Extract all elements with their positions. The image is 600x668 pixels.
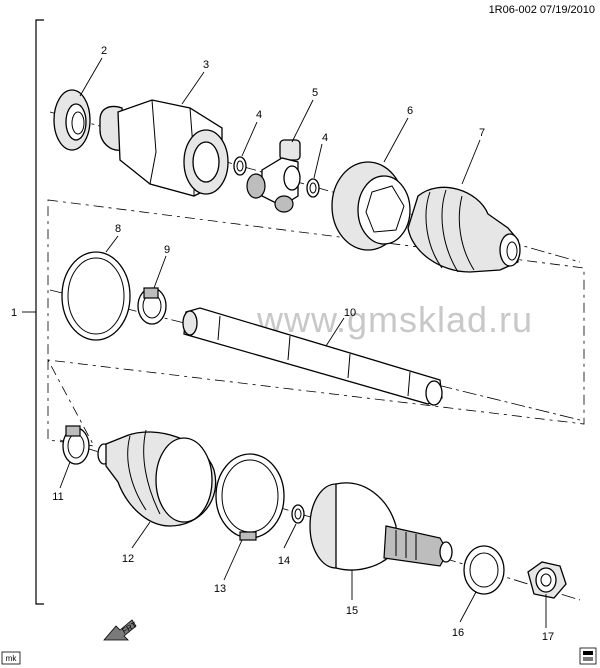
shaft-group-frame xyxy=(47,199,585,425)
callout-7: 7 xyxy=(479,127,485,139)
clamp-part-8 xyxy=(61,251,131,341)
callout-16: 16 xyxy=(452,627,464,639)
clamp-part-13 xyxy=(215,453,285,541)
drawing-reference: 1R06-002 07/19/2010 xyxy=(489,4,595,16)
callout-17: 17 xyxy=(542,631,554,643)
callout-4b: 4 xyxy=(322,132,328,144)
watermark: www.gmsklad.ru xyxy=(256,299,533,340)
leader-14 xyxy=(283,523,297,549)
boot-part-12 xyxy=(97,429,217,527)
callout-10: 10 xyxy=(344,307,356,319)
middle-axis-line xyxy=(49,289,581,421)
callout-9: 9 xyxy=(164,244,170,256)
leader-7 xyxy=(461,139,481,185)
shaft-part-10 xyxy=(182,307,443,406)
callout-6: 6 xyxy=(407,105,413,117)
callout-1: 1 xyxy=(11,307,17,319)
spider-part-5 xyxy=(246,139,301,213)
leader-6 xyxy=(383,117,409,163)
callout-5: 5 xyxy=(312,87,318,99)
leader-4a xyxy=(241,121,258,157)
clamp-part-9 xyxy=(137,287,167,325)
leader-3 xyxy=(181,71,205,105)
ring-part-6 xyxy=(331,161,411,251)
washer-part-16 xyxy=(463,545,505,595)
callout-15: 15 xyxy=(346,605,358,617)
front-arrow-icon: FRT xyxy=(103,619,139,641)
leader-11 xyxy=(59,461,71,489)
callout-14: 14 xyxy=(278,555,290,567)
callout-8: 8 xyxy=(115,223,121,235)
lower-frame-edge xyxy=(47,359,95,447)
leader-10 xyxy=(325,317,345,347)
logo-icon xyxy=(579,647,597,665)
leader-13 xyxy=(223,539,243,581)
snap-ring-part-14 xyxy=(291,504,305,524)
callout-12: 12 xyxy=(122,553,134,565)
leader-4b xyxy=(313,143,323,179)
callout-3: 3 xyxy=(203,59,209,71)
initials-label: mk xyxy=(6,654,18,663)
leader-2 xyxy=(79,57,103,97)
callout-2: 2 xyxy=(101,45,107,57)
cv-joint-part-15 xyxy=(309,482,453,571)
snap-ring-part-4a xyxy=(233,156,247,176)
callout-11: 11 xyxy=(52,491,63,503)
assembly-bracket xyxy=(35,19,44,605)
leader-5 xyxy=(291,99,314,143)
front-label: FRT xyxy=(121,620,139,636)
boot-part-7 xyxy=(407,186,521,273)
initials-box xyxy=(1,651,21,665)
clamp-part-11 xyxy=(62,425,90,465)
callout-4a: 4 xyxy=(256,109,262,121)
leader-8 xyxy=(105,235,119,253)
leader-9 xyxy=(153,255,167,289)
housing-part-3 xyxy=(99,99,229,197)
seal-part-2 xyxy=(53,89,91,151)
leader-12 xyxy=(131,521,151,549)
nut-part-17 xyxy=(527,561,567,599)
snap-ring-part-4b xyxy=(306,178,320,198)
leader-16 xyxy=(459,591,477,623)
callout-13: 13 xyxy=(214,583,226,595)
